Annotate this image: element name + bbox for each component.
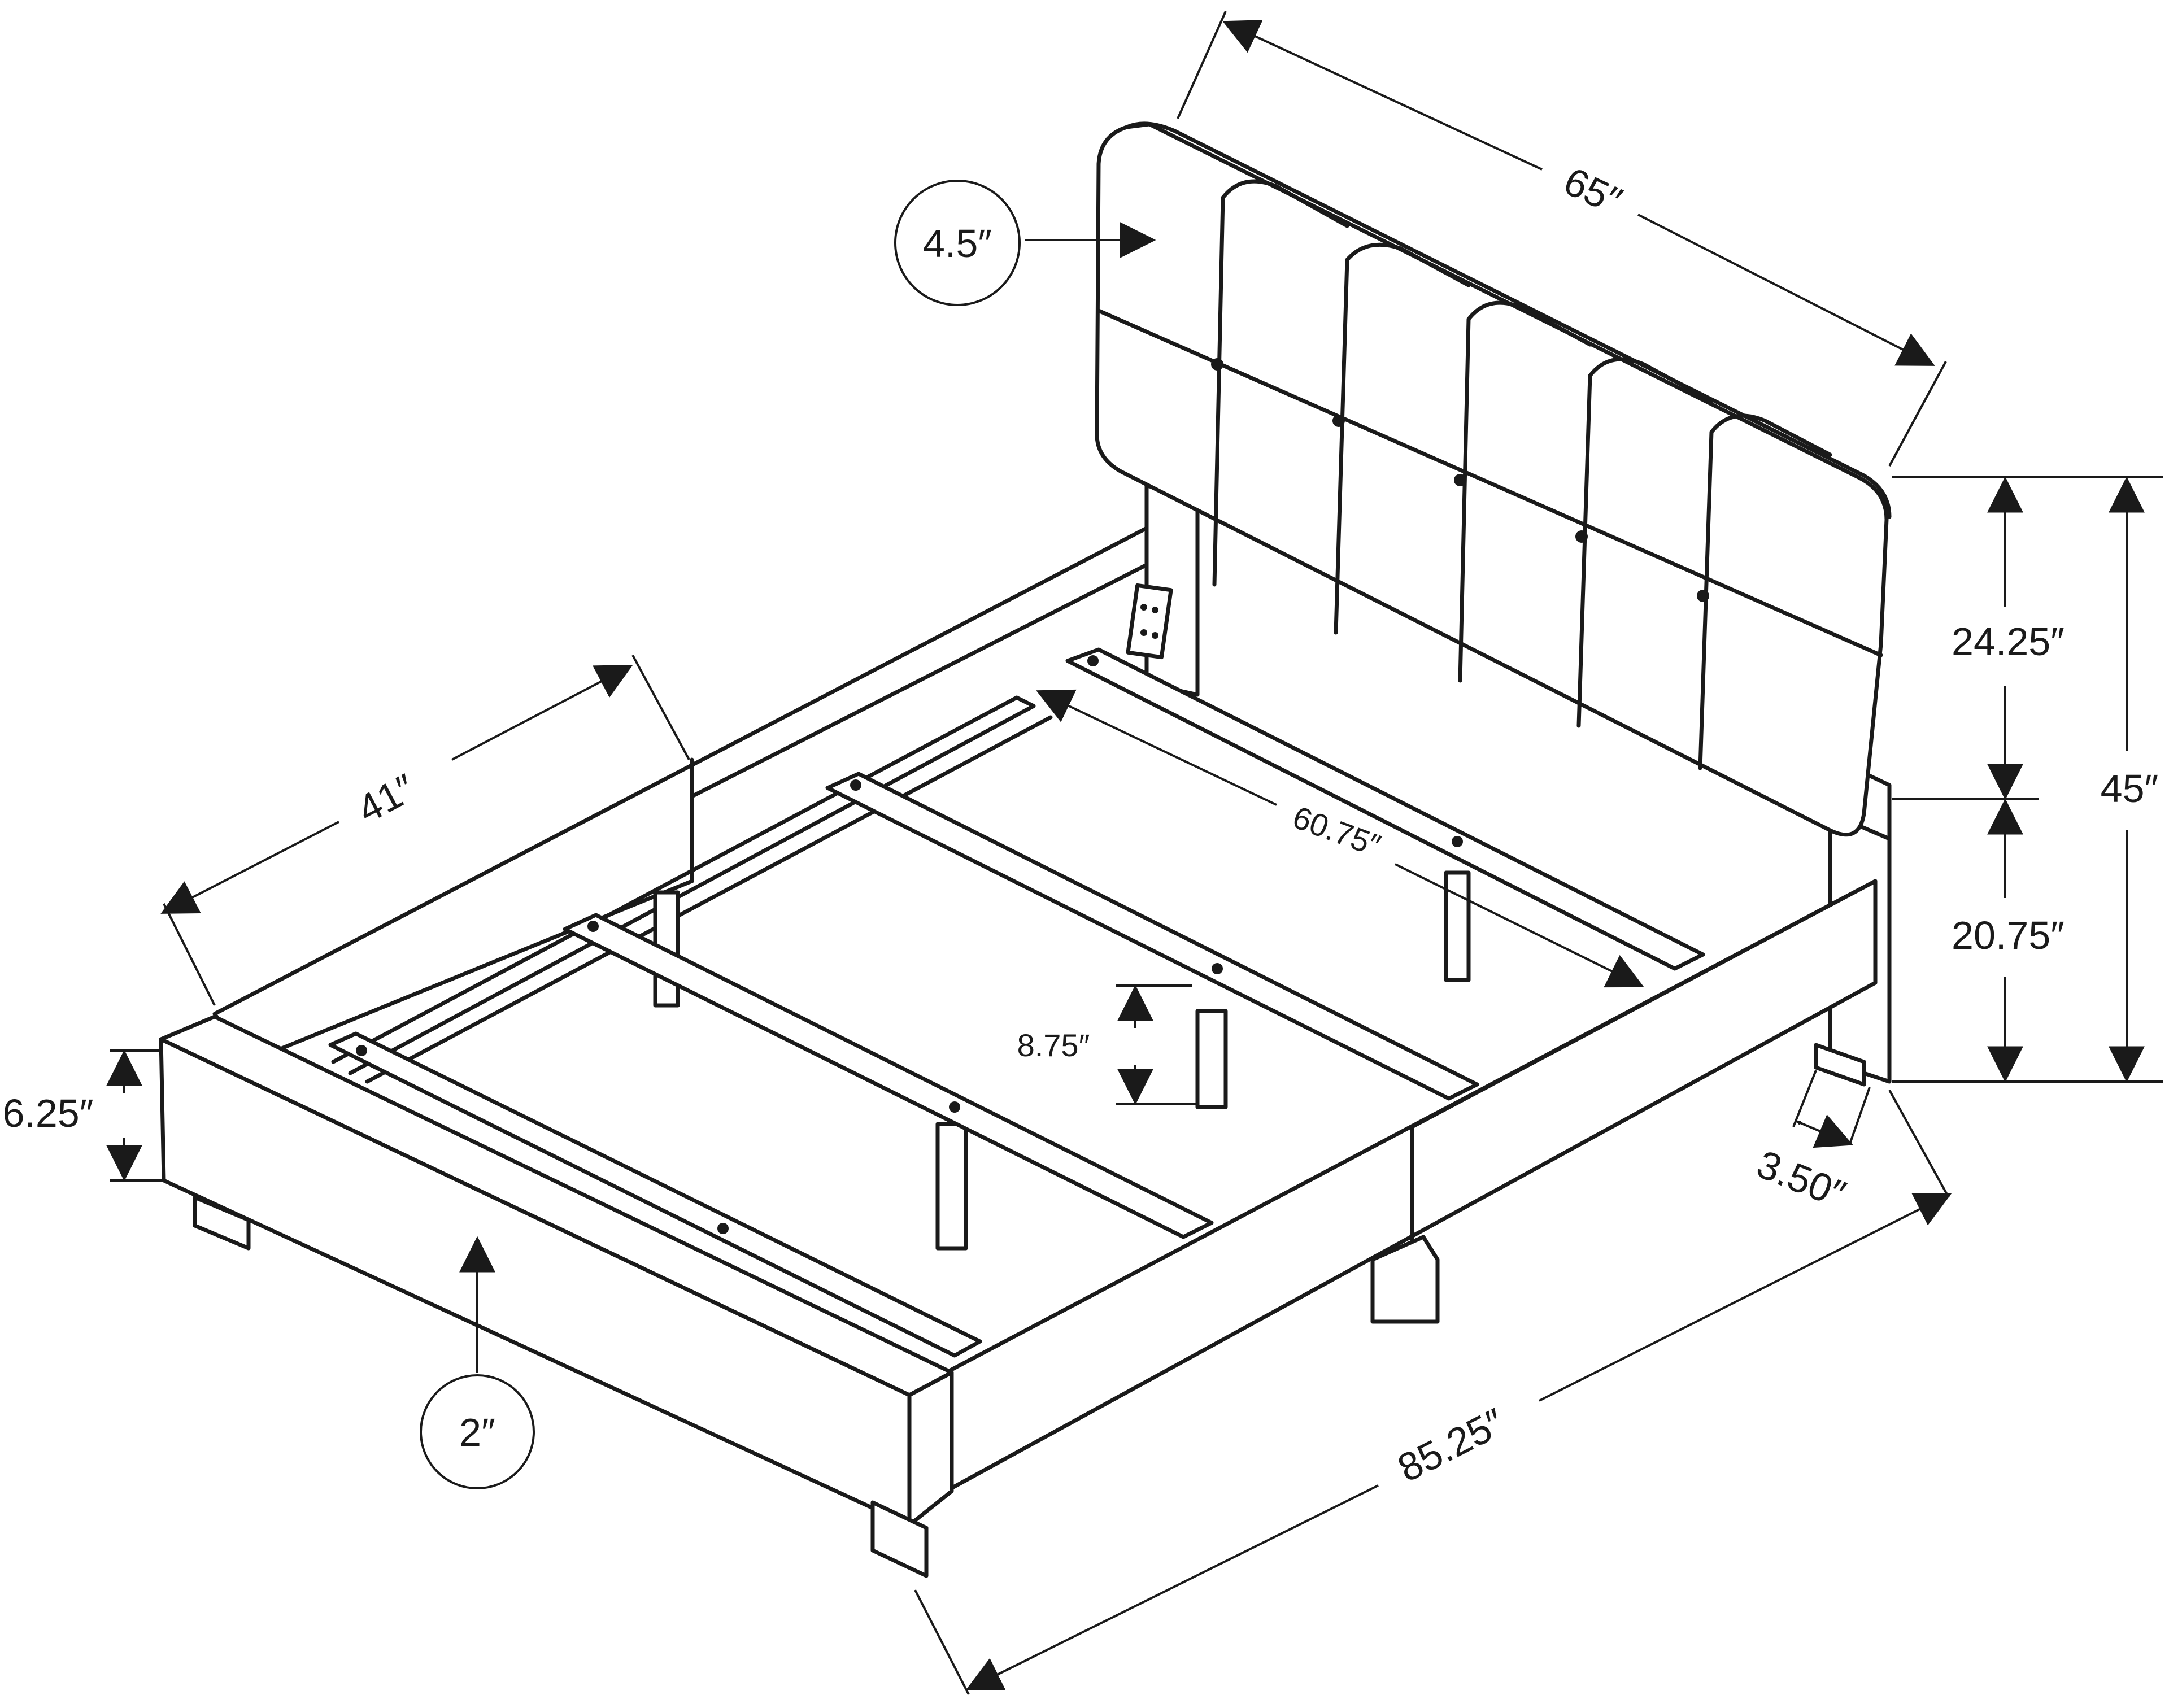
- headboard-panel: [1095, 122, 1889, 837]
- headboard-seam-1: [1212, 195, 1225, 587]
- dim-label-24-25: 24.25″: [1952, 620, 2065, 664]
- center-leg: [1444, 870, 1471, 982]
- inner-rail: [331, 695, 1036, 1075]
- dim-label-4-5: 4.5″: [923, 221, 992, 265]
- slat: [328, 1031, 982, 1358]
- dim-label-20-75: 20.75″: [1952, 913, 2065, 957]
- headboard-seam-3: [1458, 317, 1471, 683]
- headboard-horizontal-seam: [1096, 308, 1883, 657]
- leg: [193, 1195, 251, 1250]
- leg: [1370, 1235, 1440, 1324]
- leg: [1814, 1043, 1866, 1087]
- footboard-front: [159, 1037, 912, 1527]
- dim-heights: 24.25″ 20.75″ 45″: [1892, 476, 2163, 1083]
- slat: [825, 772, 1479, 1101]
- dim-headboard-thickness: 4.5″: [894, 180, 1156, 306]
- footboard-corner: [907, 1370, 954, 1527]
- dim-label-85-25: 85.25″: [1391, 1400, 1512, 1490]
- bed-frame: [159, 526, 1878, 1578]
- dim-label-65: 65″: [1557, 159, 1628, 223]
- dim-slat-length: 60.75″: [1036, 689, 1644, 988]
- center-leg: [1195, 1009, 1228, 1109]
- mounting-bracket: [1126, 583, 1173, 660]
- dim-label-8-75: 8.75″: [1017, 1027, 1090, 1063]
- headboard-seam-2: [1334, 258, 1349, 635]
- slat: [1065, 647, 1705, 971]
- dim-clearance: 8.75″: [1017, 984, 1197, 1105]
- dim-leg-width: 3.50″: [1751, 1070, 1871, 1217]
- leg: [870, 1500, 929, 1578]
- dim-label-41: 41″: [350, 765, 422, 831]
- center-leg: [935, 1122, 968, 1250]
- tuft-button: [1332, 415, 1345, 427]
- dim-rail-height: 6.25″: [2, 1049, 164, 1182]
- headboard-top-edge: [1125, 121, 1892, 519]
- tuft-button: [1697, 590, 1709, 602]
- tuft-button: [1575, 530, 1588, 543]
- tuft-button: [1211, 358, 1223, 371]
- slat: [563, 913, 1214, 1239]
- tuft-button: [1454, 474, 1466, 486]
- dim-label-6-25: 6.25″: [2, 1091, 93, 1135]
- dim-label-2: 2″: [459, 1410, 495, 1454]
- dim-label-45: 45″: [2101, 766, 2159, 811]
- headboard-seam-4: [1576, 373, 1592, 728]
- dim-label-3-50: 3.50″: [1751, 1141, 1852, 1217]
- dim-rail-thickness: 2″: [420, 1236, 535, 1489]
